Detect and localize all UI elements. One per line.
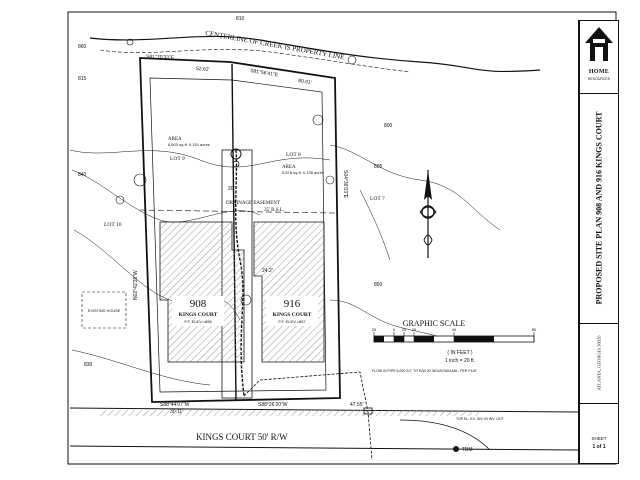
tree-icon [126,38,134,46]
tree-icon [115,195,125,205]
tree-icon [325,175,335,185]
sheet-number: 1 of 1 [592,444,606,450]
existing-house-outline [81,291,127,329]
dimension-label: 24.2' [262,268,273,274]
company-logo: HOME RESOURCES [580,21,618,94]
tbm-icon [453,446,459,452]
house-916-number: 916 [284,298,301,310]
company-subname: RESOURCES [587,77,611,81]
contour-label: 840 [78,172,87,178]
creek-centerline [89,35,541,73]
scale-tick: 80 [532,327,537,332]
scale-tick: 40 [452,327,457,332]
bearing-left: N02°42'28"W [133,270,139,300]
graphic-scale: GRAPHIC SCALE 20 0 10 20 40 80 ( IN FEET… [372,319,537,364]
road-label: KINGS COURT 50' R/W [196,432,288,442]
curb-hatch [100,410,480,416]
scale-unit: ( IN FEET ) [447,350,473,356]
contour-label: 810 [236,16,245,22]
dimension-label: 20' [228,186,235,192]
sheet-number-block: SHEET 1 of 1 [580,403,618,463]
drawing-title: PROPOSED SITE PLAN 908 AND 916 KINGS COU… [594,111,604,305]
house-908-label-bg [172,296,224,326]
setback-label: 35' B.S.L. [264,208,284,213]
contour-label: 850 [374,282,383,288]
area-left-value: 6,603 sq.ft. 0.151 acres [168,142,210,147]
bearing-top-right: S81°56'41"E [250,68,279,78]
creek-bank [99,49,411,73]
cul-de-sac-curve [399,419,491,451]
catch-basin-note: TOP EL. EX. INV. IN INV. OUT [456,417,505,421]
distance-top-left: 52.62' [196,66,210,73]
company-name: HOME [588,69,610,75]
distance-bottom-right: 47.55' [350,402,364,408]
headwall-icon [232,160,240,168]
property-boundary [139,57,341,403]
contour-label: 815 [78,76,87,82]
contour-label: 860 [78,44,87,50]
sheet-label: SHEET [591,436,607,441]
drawing-title-panel: PROPOSED SITE PLAN 908 AND 916 KINGS COU… [580,93,618,324]
contour-label: 800 [384,123,393,129]
house-908-street: KINGS COURT [179,312,218,318]
house-916-label-bg [266,296,318,326]
area-right-value: 5,878 sq.ft. 0.135 acres [282,170,324,175]
creek-label: CENTERLINE OF CREEK IS PROPERTY LINE [205,29,345,61]
area-right-title: AREA [282,165,296,170]
lot-10-label: LOT 10 [104,222,122,228]
scale-ratio: 1 inch = 20 ft. [445,358,475,364]
bearing-bottom-right: S88°26'20"W [258,402,288,408]
lot-7-label: LOT 7 [370,196,385,202]
drainage-label: DRAINAGE EASEMENT [226,201,280,206]
scale-tick: 20 [372,327,377,332]
bearing-right: S04°36'03"E [342,170,348,199]
north-arrow-icon [419,170,437,258]
house-logo-icon [585,27,613,61]
storm-drain-line [243,371,373,461]
house-908-ff: F.F. ELEV.=858 [184,319,212,324]
tree-icon [312,114,324,126]
contour-label: 830 [84,362,93,368]
headwall-icon [230,148,242,160]
building-setback-line [139,209,336,214]
scale-tick: 10 [402,327,407,332]
title-block: HOME RESOURCES PROPOSED SITE PLAN 908 AN… [578,20,619,464]
house-916-street: KINGS COURT [273,312,312,318]
catch-basin-icon [363,407,373,415]
drain-note: FLOW IN PIPE 6,000 S.F. TO R/W 20' MOUNT… [372,369,478,373]
tree-symbols [115,38,357,306]
house-908-number: 908 [190,298,207,310]
house-916-ff: F.F. ELEV.=857 [278,319,306,324]
lot-8-label: LOT 8 [286,152,301,158]
tree-icon [240,294,252,306]
drawing-subtitle-panel: ATLANTA, GEORGIA 30326 [580,323,618,404]
house-908-footprint [159,221,245,363]
area-left-title: AREA [168,137,182,142]
road-edge-south [69,445,579,451]
scale-tick: 0 [393,327,396,332]
drawing-subtitle: ATLANTA, GEORGIA 30326 [596,335,602,391]
tree-icon [133,173,147,187]
bearing-bottom-left: S88°44'07"W [160,402,190,408]
tree-icon [347,55,357,65]
scale-tick: 20 [412,327,417,332]
existing-house-label: EXISTING HOUSE [88,309,121,313]
contour-labels: 860 840 850 830 815 810 805 800 [78,16,393,368]
bearing-top-left: S81°20'33"E [146,54,175,61]
graphic-scale-title: GRAPHIC SCALE [403,319,466,328]
contour-label: 805 [374,164,383,170]
distance-top-right: 80.91' [298,78,312,86]
tbm-label: TBM [462,447,473,453]
lot-9-label: LOT 9 [170,156,185,162]
house-916-footprint [253,221,325,363]
